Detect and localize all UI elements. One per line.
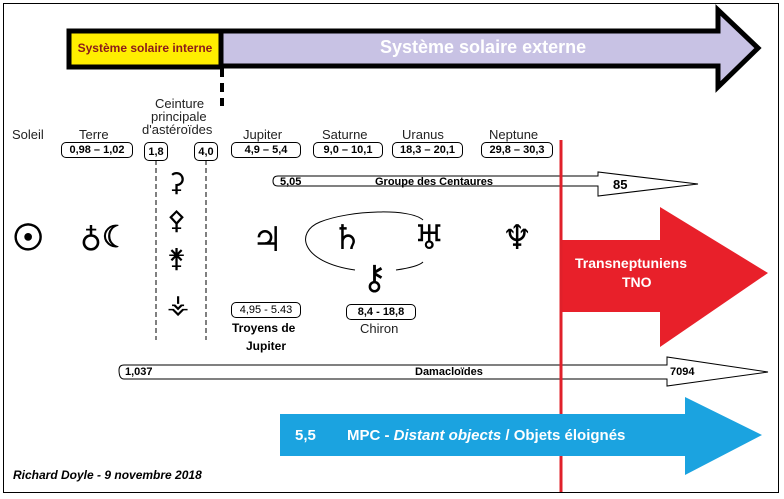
belt-title-line2: principale (151, 109, 207, 124)
range-belt-outer: 4,0 (194, 142, 218, 161)
damocloids-start: 1,037 (125, 366, 153, 378)
range-uranus: 18,3 – 20,1 (392, 142, 463, 158)
body-name-jupiter: Jupiter (243, 127, 283, 142)
centaurs-start: 5,05 (280, 176, 302, 188)
belt-title-line1: Ceinture (155, 96, 205, 111)
trojans-label-line1: Troyens de (232, 321, 296, 335)
belt-title-line3: d'astéroïdes (142, 122, 213, 137)
neptune-icon: ♆ (502, 218, 533, 258)
tno-arrow (560, 207, 768, 347)
centaurs-label: Groupe des Centaures (375, 176, 493, 188)
mpc-label-prefix: MPC - (347, 427, 394, 444)
damocloids-end: 7094 (670, 366, 695, 378)
juno-icon: ⚵ (167, 244, 187, 274)
mpc-label-italic: Distant objects (393, 427, 502, 444)
sun-icon: ☉ (12, 217, 45, 259)
body-name-neptune: Neptune (489, 127, 539, 142)
mpc-label-suffix: / Objets éloignés (501, 427, 626, 444)
tno-label-line1: Transneptuniens (575, 255, 688, 271)
inner-system-box (66, 28, 224, 70)
jupiter-icon: ♃ (252, 220, 283, 260)
centaurs-end: 85 (613, 177, 628, 192)
body-name-uranus: Uranus (402, 127, 444, 142)
body-name-terre: Terre (79, 127, 109, 142)
vesta-icon: ⚶ (167, 290, 190, 320)
chiron-icon: ⚷ (362, 258, 387, 298)
chiron-label: Chiron (360, 321, 399, 336)
range-belt-inner: 1,8 (144, 142, 168, 161)
range-jupiter: 4,9 – 5,4 (231, 142, 301, 158)
damocloids-label: Damacloïdes (415, 366, 483, 378)
credit: Richard Doyle - 9 novembre 2018 (13, 468, 202, 482)
body-name-soleil: Soleil (12, 127, 44, 142)
tno-label-line2: TNO (622, 274, 652, 290)
inner-system-label: Système solaire interne (77, 41, 213, 55)
chiron-orbit (305, 211, 424, 271)
outer-system-label: Système solaire externe (380, 37, 587, 57)
pallas-icon: ⚴ (167, 206, 187, 236)
earth-moon-icon: ♁☾ (80, 220, 129, 255)
ceres-icon: ⚳ (167, 168, 187, 198)
outer-system-arrow (215, 4, 762, 93)
mpc-start: 5,5 (295, 427, 316, 444)
mpc-label: MPC - Distant objects / Objets éloignés (347, 427, 625, 444)
uranus-icon: ♅ (414, 218, 445, 258)
chiron-orbit-right (395, 261, 424, 271)
centaurs-arrow (272, 171, 699, 197)
range-neptune: 29,8 – 30,3 (481, 142, 553, 158)
range-chiron: 8,4 - 18,8 (346, 304, 416, 320)
range-trojans: 4,95 - 5.43 (231, 302, 301, 318)
range-terre: 0,98 – 1,02 (61, 142, 133, 158)
mpc-line-gap (555, 414, 567, 456)
range-saturne: 9,0 – 10,1 (313, 142, 383, 158)
body-name-saturne: Saturne (322, 127, 368, 142)
mpc-arrow (280, 397, 762, 475)
saturn-icon: ♄ (332, 218, 363, 258)
damocloids-arrow (118, 356, 769, 387)
trojans-label-line2: Jupiter (246, 339, 287, 353)
